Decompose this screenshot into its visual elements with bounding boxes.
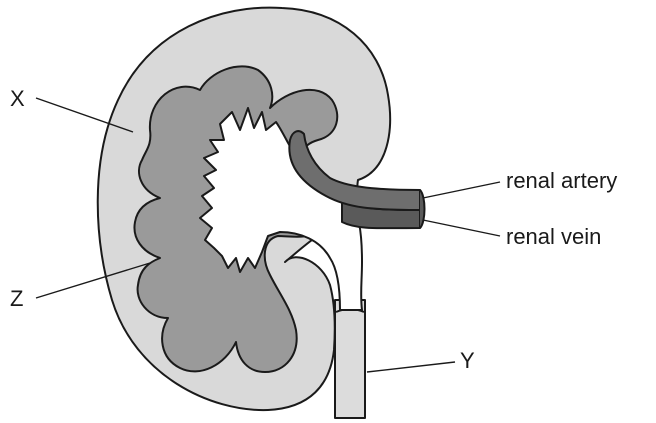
label-renal-vein: renal vein [506, 224, 601, 249]
label-z: Z [10, 286, 23, 311]
label-y: Y [460, 348, 475, 373]
vessel-end-cap [420, 190, 425, 228]
ureter [335, 300, 365, 418]
leader-renal-vein [423, 220, 500, 236]
leader-y [367, 362, 455, 372]
label-x: X [10, 86, 25, 111]
leader-renal-artery [423, 182, 500, 198]
label-renal-artery: renal artery [506, 168, 617, 193]
